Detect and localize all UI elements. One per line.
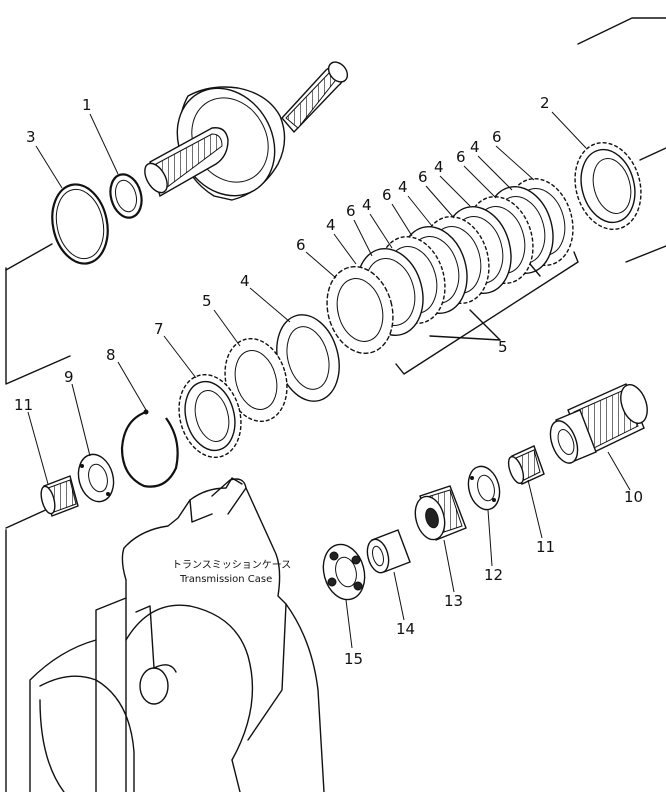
part-15-ball-bearing	[322, 543, 366, 601]
part-9-thrust-washer	[77, 453, 115, 503]
callout-3: 3	[26, 128, 36, 146]
callout-9: 9	[64, 368, 74, 386]
callout-12: 12	[484, 566, 503, 584]
callout-4e: 4	[326, 216, 336, 234]
part-11-needle-bearing-left	[40, 475, 79, 517]
callout-15: 15	[344, 650, 363, 668]
callout-14: 14	[396, 620, 415, 638]
part-2-end-plate	[574, 141, 642, 231]
callout-5b: 5	[498, 338, 508, 356]
part-5-separator-plate	[224, 337, 288, 423]
case-label-english: Transmission Case	[179, 574, 272, 585]
part-10-gear	[549, 383, 648, 464]
clutch-disc-pack	[326, 177, 574, 355]
callout-2: 2	[540, 94, 550, 112]
part-7-toothed-plate	[178, 373, 242, 459]
callout-4f: 4	[240, 272, 250, 290]
part-4-friction-plate	[276, 314, 340, 402]
part-12-thrust-washer	[467, 465, 501, 511]
callout-6c: 6	[418, 168, 428, 186]
part-8-snap-ring	[120, 409, 179, 488]
leader-lines	[27, 111, 631, 649]
callout-6b: 6	[456, 148, 466, 166]
part-1-ring	[109, 173, 143, 219]
callout-11b: 11	[536, 538, 555, 556]
disc-pack-brace	[395, 251, 579, 375]
callout-6d: 6	[382, 186, 392, 204]
part-3-snap-ring	[51, 183, 109, 265]
part-14-spacer	[366, 529, 411, 574]
callout-13: 13	[444, 592, 463, 610]
transmission-case	[29, 477, 325, 792]
part-11-needle-bearing-right	[507, 445, 545, 485]
callout-4c: 4	[398, 178, 408, 196]
callout-5a: 5	[202, 292, 212, 310]
callout-8: 8	[106, 346, 116, 364]
callout-4b: 4	[434, 158, 444, 176]
clutch-shaft	[144, 61, 349, 201]
callout-4d: 4	[362, 196, 372, 214]
callout-6f: 6	[296, 236, 306, 254]
callout-7: 7	[154, 320, 164, 338]
callout-1: 1	[82, 96, 92, 114]
callout-4a: 4	[470, 138, 480, 156]
callout-6a: 6	[492, 128, 502, 146]
case-label-japanese: トランスミッションケース	[172, 559, 291, 571]
callout-numbers: 1 2 3 6 4 6 4 6 4 6 4 6 4 6 4 5 7 8 9 11…	[14, 94, 643, 668]
part-13-bearing	[414, 485, 467, 541]
callout-11a: 11	[14, 396, 33, 414]
callout-10: 10	[624, 488, 643, 506]
callout-6e: 6	[346, 202, 356, 220]
frame-lines	[5, 17, 666, 792]
